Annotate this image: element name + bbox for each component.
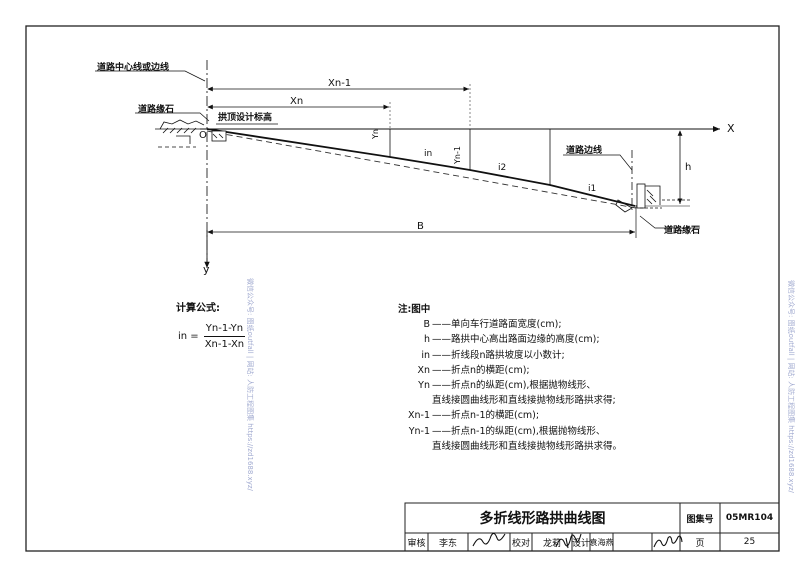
note-item: in——折线段n路拱坡度以小数计; xyxy=(421,349,565,361)
label-b: B xyxy=(417,221,424,232)
formula-title: 计算公式: xyxy=(176,303,220,314)
label-yn-1: Yn-1 xyxy=(453,146,462,164)
leader-centerline xyxy=(95,70,206,82)
note-continuation: 直线接圆曲线形和直线接抛物线形路拱求得。 xyxy=(432,440,623,452)
atlas-label: 图集号 xyxy=(686,514,714,525)
label-in: in xyxy=(424,149,433,159)
label-curb-left: 道路缘石 xyxy=(138,105,175,115)
label-origin: O xyxy=(199,130,207,141)
formula-fraction: Yn-1-Yn Xn-1-Xn xyxy=(203,323,246,350)
left-curb xyxy=(155,119,227,148)
label-xn: Xn xyxy=(290,96,304,107)
signature-designer xyxy=(653,535,683,548)
side-watermark-left: 微信公众号: 图纸outfall | 网站: 人防工程图集 https://zd… xyxy=(246,278,254,491)
right-curb xyxy=(615,183,690,213)
note-item: Yn——折点n的纵距(cm),根据抛物线形、 xyxy=(418,380,596,392)
note-item: Yn-1——折点n-1的纵距(cm),根据抛物线形、 xyxy=(408,425,606,437)
leader-curb-left xyxy=(135,112,210,122)
side-watermark-right: 微信公众号: 图纸outfall | 网站: 人防工程图集 https://zd… xyxy=(787,280,795,493)
label-i1: i1 xyxy=(588,184,597,194)
label-curb-right: 道路缘石 xyxy=(664,226,701,236)
formula-numerator: Yn-1-Yn xyxy=(203,323,246,337)
designer-name: 袁海燕 xyxy=(589,537,614,547)
leader-curb-right xyxy=(639,215,700,229)
crown-polyline xyxy=(206,128,636,207)
notes: 注:图中 B——单向车行道路面宽度(cm); h——路拱中心高出路面边缘的高度(… xyxy=(398,302,622,454)
label-x-axis: X xyxy=(727,122,735,135)
note-continuation: 直线接圆曲线形和直线接抛物线形路拱求得; xyxy=(432,395,616,407)
sheet-border xyxy=(25,25,780,552)
label-yn: Yn xyxy=(371,129,380,139)
note-item: Xn-1——折点n-1的横距(cm); xyxy=(407,410,540,422)
title-block-grid xyxy=(404,502,780,552)
reviewer-name: 李东 xyxy=(438,538,457,549)
formula-denominator: Xn-1-Xn xyxy=(204,339,245,350)
signature-checker xyxy=(555,533,582,549)
design-label: 设计 xyxy=(572,538,591,549)
label-crown-height: 拱顶设计标高 xyxy=(218,113,273,123)
drawing-title: 多折线形路拱曲线图 xyxy=(479,511,606,527)
formula: in = Yn-1-Yn Xn-1-Xn xyxy=(178,323,246,350)
label-y-axis: y xyxy=(203,263,210,276)
label-xn-1: Xn-1 xyxy=(328,78,352,89)
check-label: 校对 xyxy=(511,538,530,549)
label-h: h xyxy=(685,162,692,173)
notes-list: B——单向车行道路面宽度(cm); h——路拱中心高出路面边缘的高度(cm); … xyxy=(398,317,622,454)
leader-road-edge xyxy=(563,154,633,171)
formula-lhs: in = xyxy=(178,331,199,342)
review-label: 审核 xyxy=(407,538,426,549)
checker-name: 龙莉 xyxy=(542,538,561,549)
note-item: B——单向车行道路面宽度(cm); xyxy=(423,319,562,331)
label-road-edge: 道路边线 xyxy=(566,146,603,156)
label-centerline: 道路中心线或边线 xyxy=(97,63,170,73)
note-item: h——路拱中心高出路面边缘的高度(cm); xyxy=(423,334,600,346)
chord-line xyxy=(206,130,637,209)
page-label: 页 xyxy=(695,538,705,549)
note-item: Xn——折点n的横距(cm); xyxy=(417,364,530,376)
label-i2: i2 xyxy=(498,163,507,173)
atlas-number: 05MR104 xyxy=(725,513,774,523)
notes-title: 注:图中 xyxy=(398,304,431,315)
page-number: 25 xyxy=(743,537,756,547)
signature-reviewer xyxy=(472,532,506,547)
